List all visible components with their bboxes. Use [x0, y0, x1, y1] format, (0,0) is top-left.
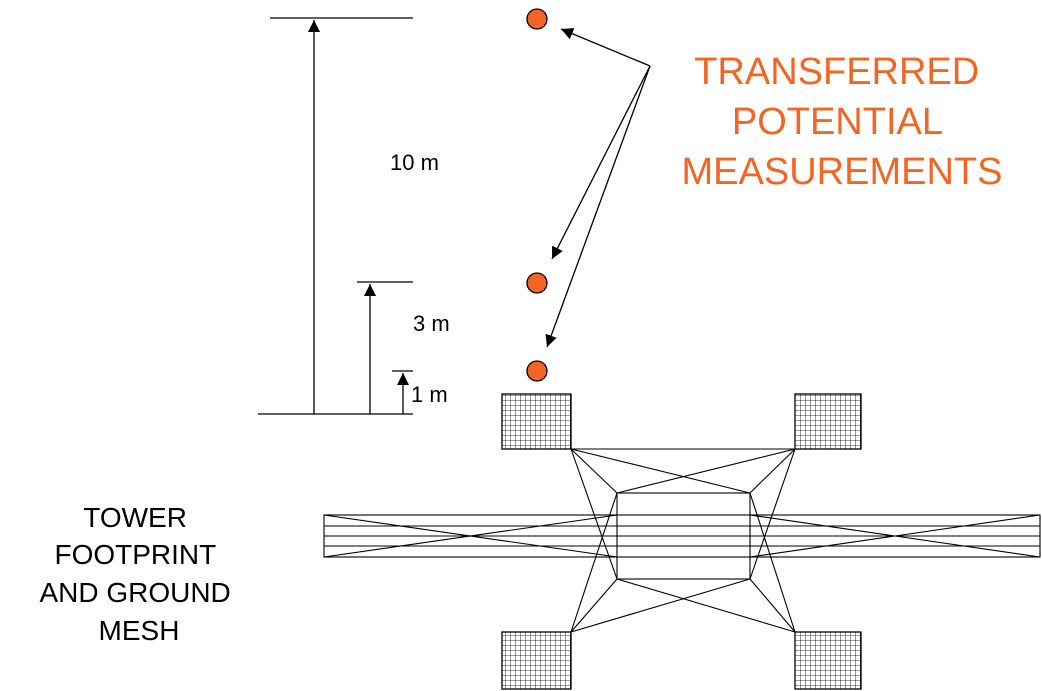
height-10m-label: 10 m [390, 150, 439, 175]
footing-link [570, 448, 751, 494]
measurement-point-10m [526, 8, 548, 30]
measurement-point-3m [526, 272, 548, 294]
measurements-title-line: MEASUREMENTS [682, 151, 1003, 193]
footing-link [570, 448, 618, 580]
measurement-point-1m [526, 360, 548, 382]
footings [501, 393, 862, 690]
ground-conductor-diagonal [323, 514, 618, 558]
tower-base [616, 492, 751, 580]
measurements-title-line: POTENTIAL [732, 101, 942, 143]
measurements-title-line: TRANSFERRED [694, 51, 979, 93]
pointer-arrows [545, 28, 651, 348]
tower-label-line: TOWER [83, 502, 187, 533]
footing-top-right [794, 393, 862, 450]
tower-label: TOWER FOOTPRINT AND GROUND MESH [39, 502, 238, 646]
footing-link [749, 578, 796, 633]
footing-link [749, 448, 796, 494]
measurements-title: TRANSFERRED POTENTIAL MEASUREMENTS [682, 51, 1003, 193]
footing-link [570, 578, 751, 633]
pointer-arrow-10m [560, 28, 651, 67]
tower-label-line: MESH [99, 615, 180, 646]
footing-link [570, 578, 618, 633]
footing-link [749, 492, 796, 633]
footing-top-left [501, 393, 572, 450]
footing-link [616, 578, 796, 633]
tower-label-line: AND GROUND [39, 577, 230, 608]
height-1m-label: 1 m [411, 382, 448, 407]
footing-link [749, 448, 796, 580]
height-3m-label: 3 m [413, 311, 450, 336]
footing-link [616, 448, 796, 494]
footing-bottom-left [501, 631, 572, 690]
pointer-arrow-1m [545, 65, 651, 348]
pointer-arrow-3m [551, 65, 651, 260]
ground-conductor-diagonal [749, 514, 1041, 558]
tower-label-line: FOOTPRINT [54, 539, 216, 570]
footing-link [570, 492, 618, 633]
measurement-points [526, 8, 548, 382]
tower-footprint [323, 448, 1041, 633]
footing-bottom-right [794, 631, 862, 690]
footing-link [570, 448, 618, 494]
height-scale [258, 17, 413, 415]
